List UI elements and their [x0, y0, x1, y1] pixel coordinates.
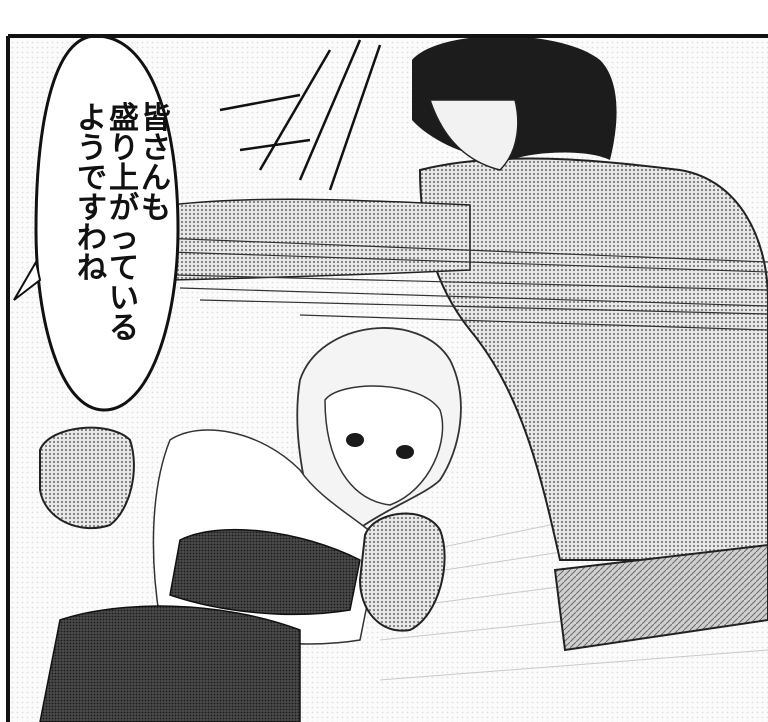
man-face — [428, 99, 519, 171]
girl-face — [324, 385, 444, 506]
punch-speed-lines — [159, 237, 768, 331]
impact-streaks — [219, 39, 382, 191]
trunks-waistband — [553, 543, 768, 652]
bubble-line-3: ようですわね — [77, 101, 107, 286]
speech-bubble-text: 皆さんも 盛り上がっている ようですわね — [76, 101, 171, 384]
girl-right-glove — [358, 512, 446, 632]
speech-bubble — [34, 34, 180, 412]
bubble-line-2: 盛り上がっている — [109, 101, 139, 346]
girl-sports-top — [169, 528, 361, 616]
girl-left-glove — [39, 426, 135, 530]
girl-eyes — [346, 433, 414, 459]
speech-bubble-tail — [13, 259, 42, 301]
girl-shorts — [39, 605, 301, 722]
bubble-line-1: 皆さんも — [141, 101, 171, 226]
